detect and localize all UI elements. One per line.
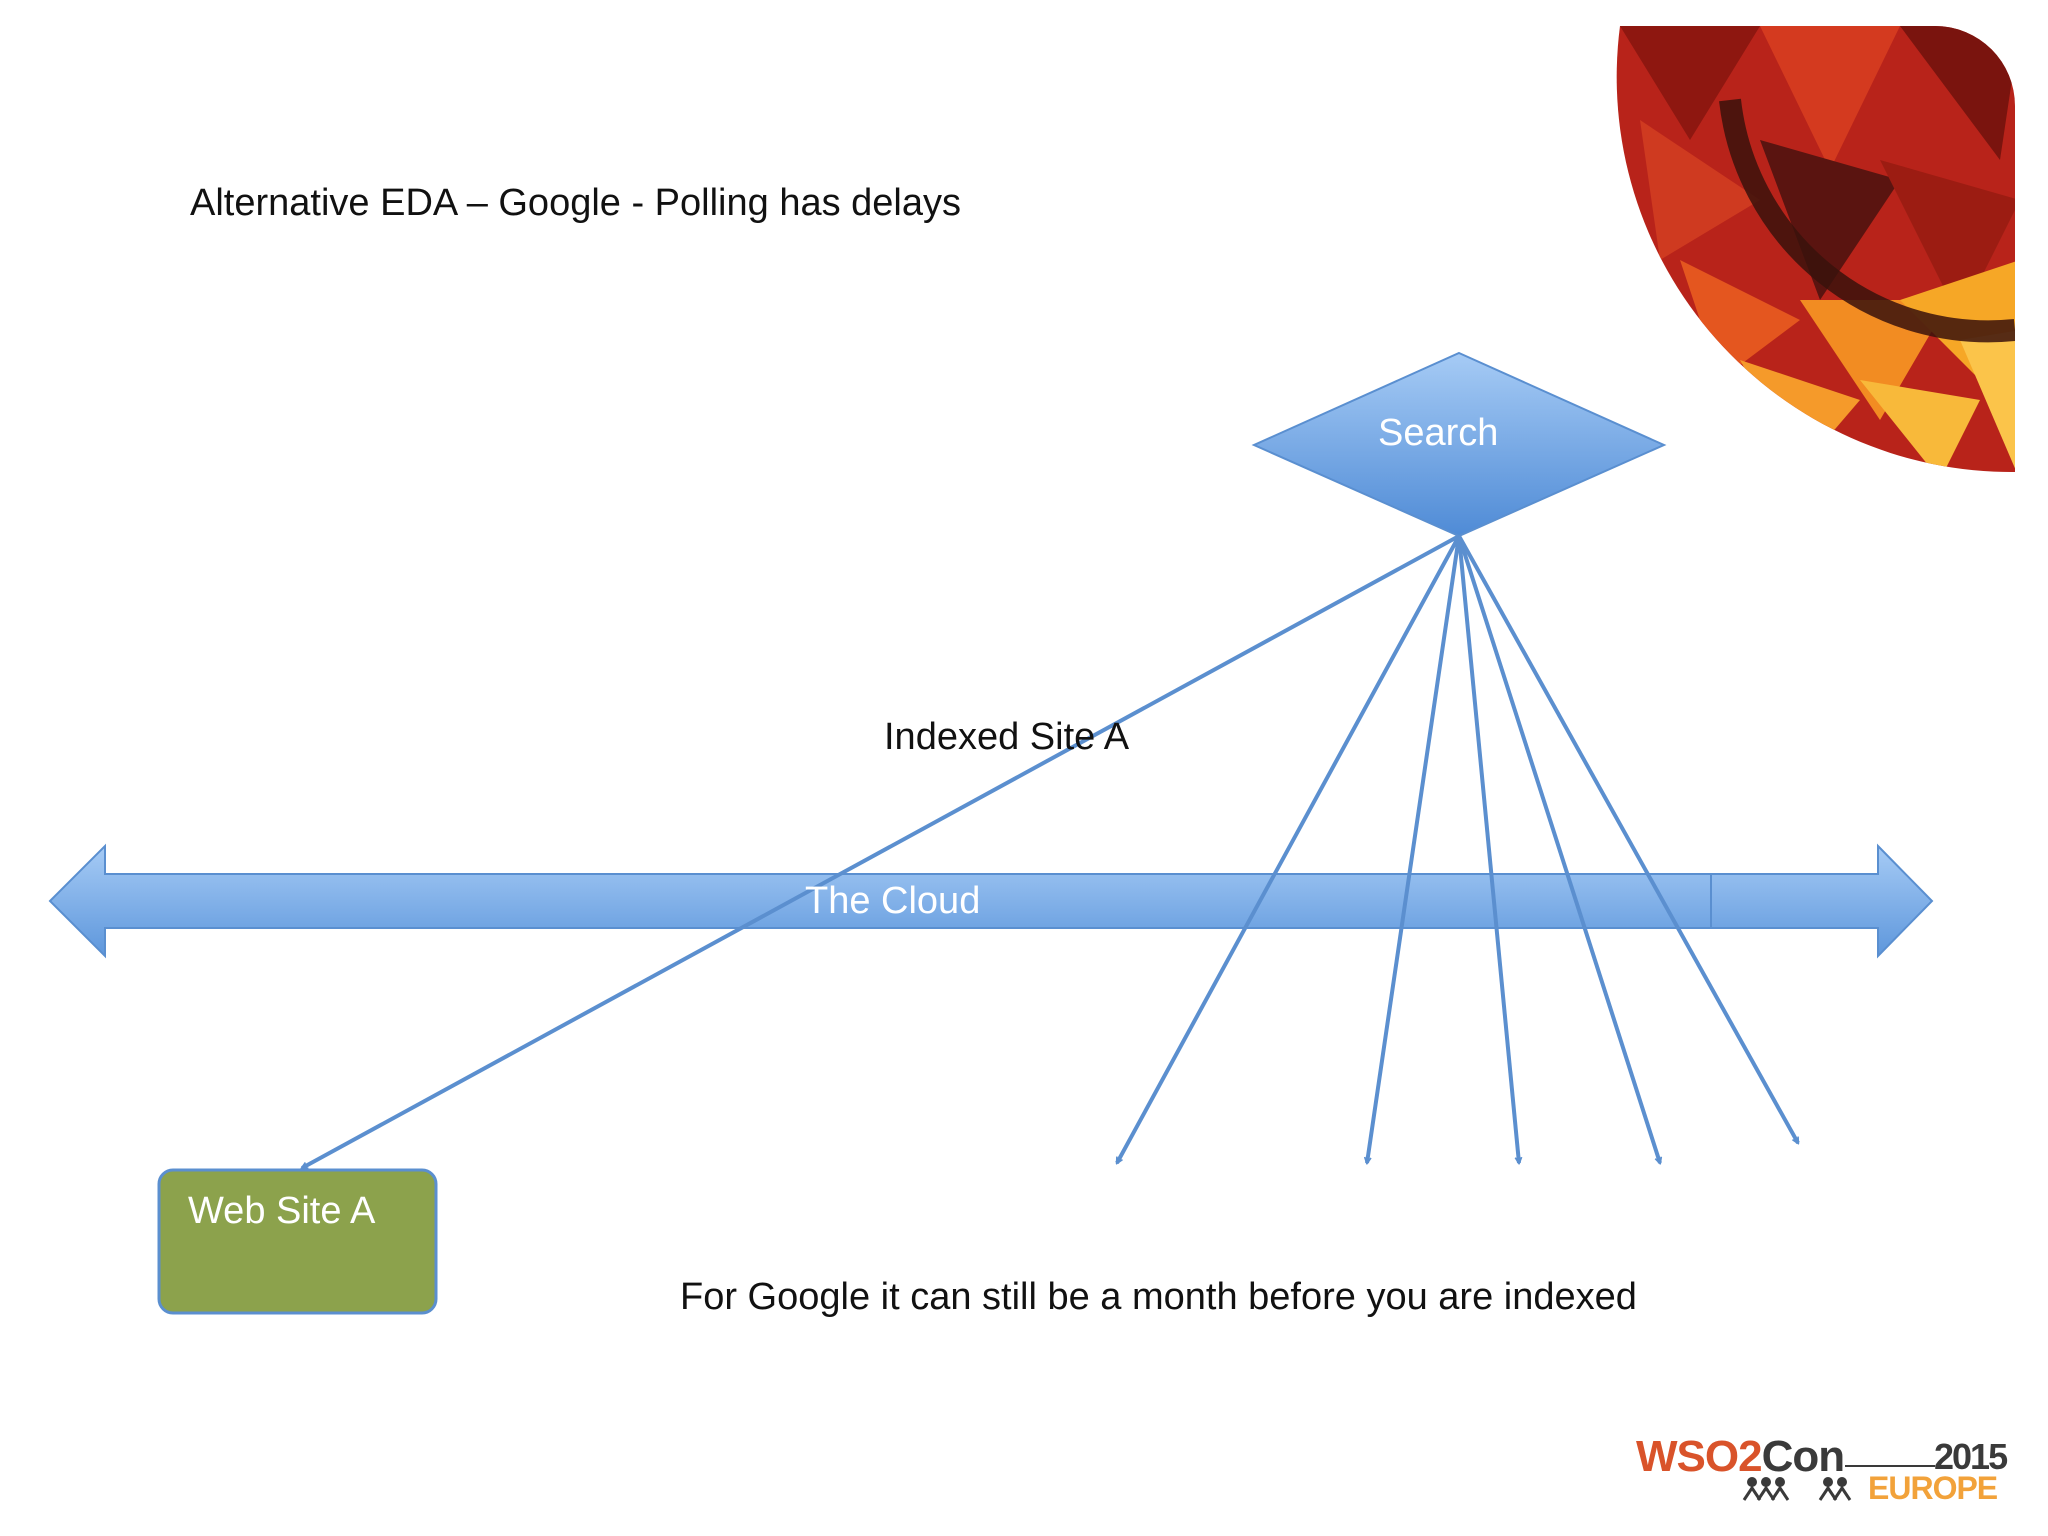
- cloud-bar-shape: [48, 843, 1934, 959]
- search-node-label: Search: [1378, 412, 1499, 454]
- arrow-to-site-1: [1115, 535, 1461, 1163]
- corner-decoration: [1616, 26, 2015, 473]
- logo-year: 2015: [1934, 1436, 2008, 1477]
- arrow-to-site-2: [1367, 535, 1461, 1163]
- logo-prefix: WSO2: [1636, 1432, 1763, 1481]
- slide-title: Alternative EDA – Google - Polling has d…: [190, 182, 961, 224]
- arrow-to-site-3: [1457, 535, 1519, 1163]
- web-site-node-label: Web Site A: [188, 1190, 376, 1232]
- logo-region: EUROPE: [1868, 1470, 1998, 1506]
- indexed-site-label: Indexed Site A: [884, 716, 1130, 758]
- wso2con-logo: WSO2Con: [1636, 1432, 1846, 1482]
- arrow-to-site-4: [1457, 535, 1660, 1163]
- logo-suffix: Con: [1761, 1432, 1846, 1481]
- slide-footnote: For Google it can still be a month befor…: [680, 1276, 1637, 1318]
- logo-people-icon: [1742, 1477, 1852, 1501]
- arrow-to-site-5: [1457, 535, 1800, 1143]
- polling-arrows: [302, 534, 1800, 1170]
- web-site-node-shape: [157, 1168, 438, 1315]
- cloud-bar-label: The Cloud: [805, 880, 981, 922]
- arrow-to-web-site-a: [302, 534, 1460, 1170]
